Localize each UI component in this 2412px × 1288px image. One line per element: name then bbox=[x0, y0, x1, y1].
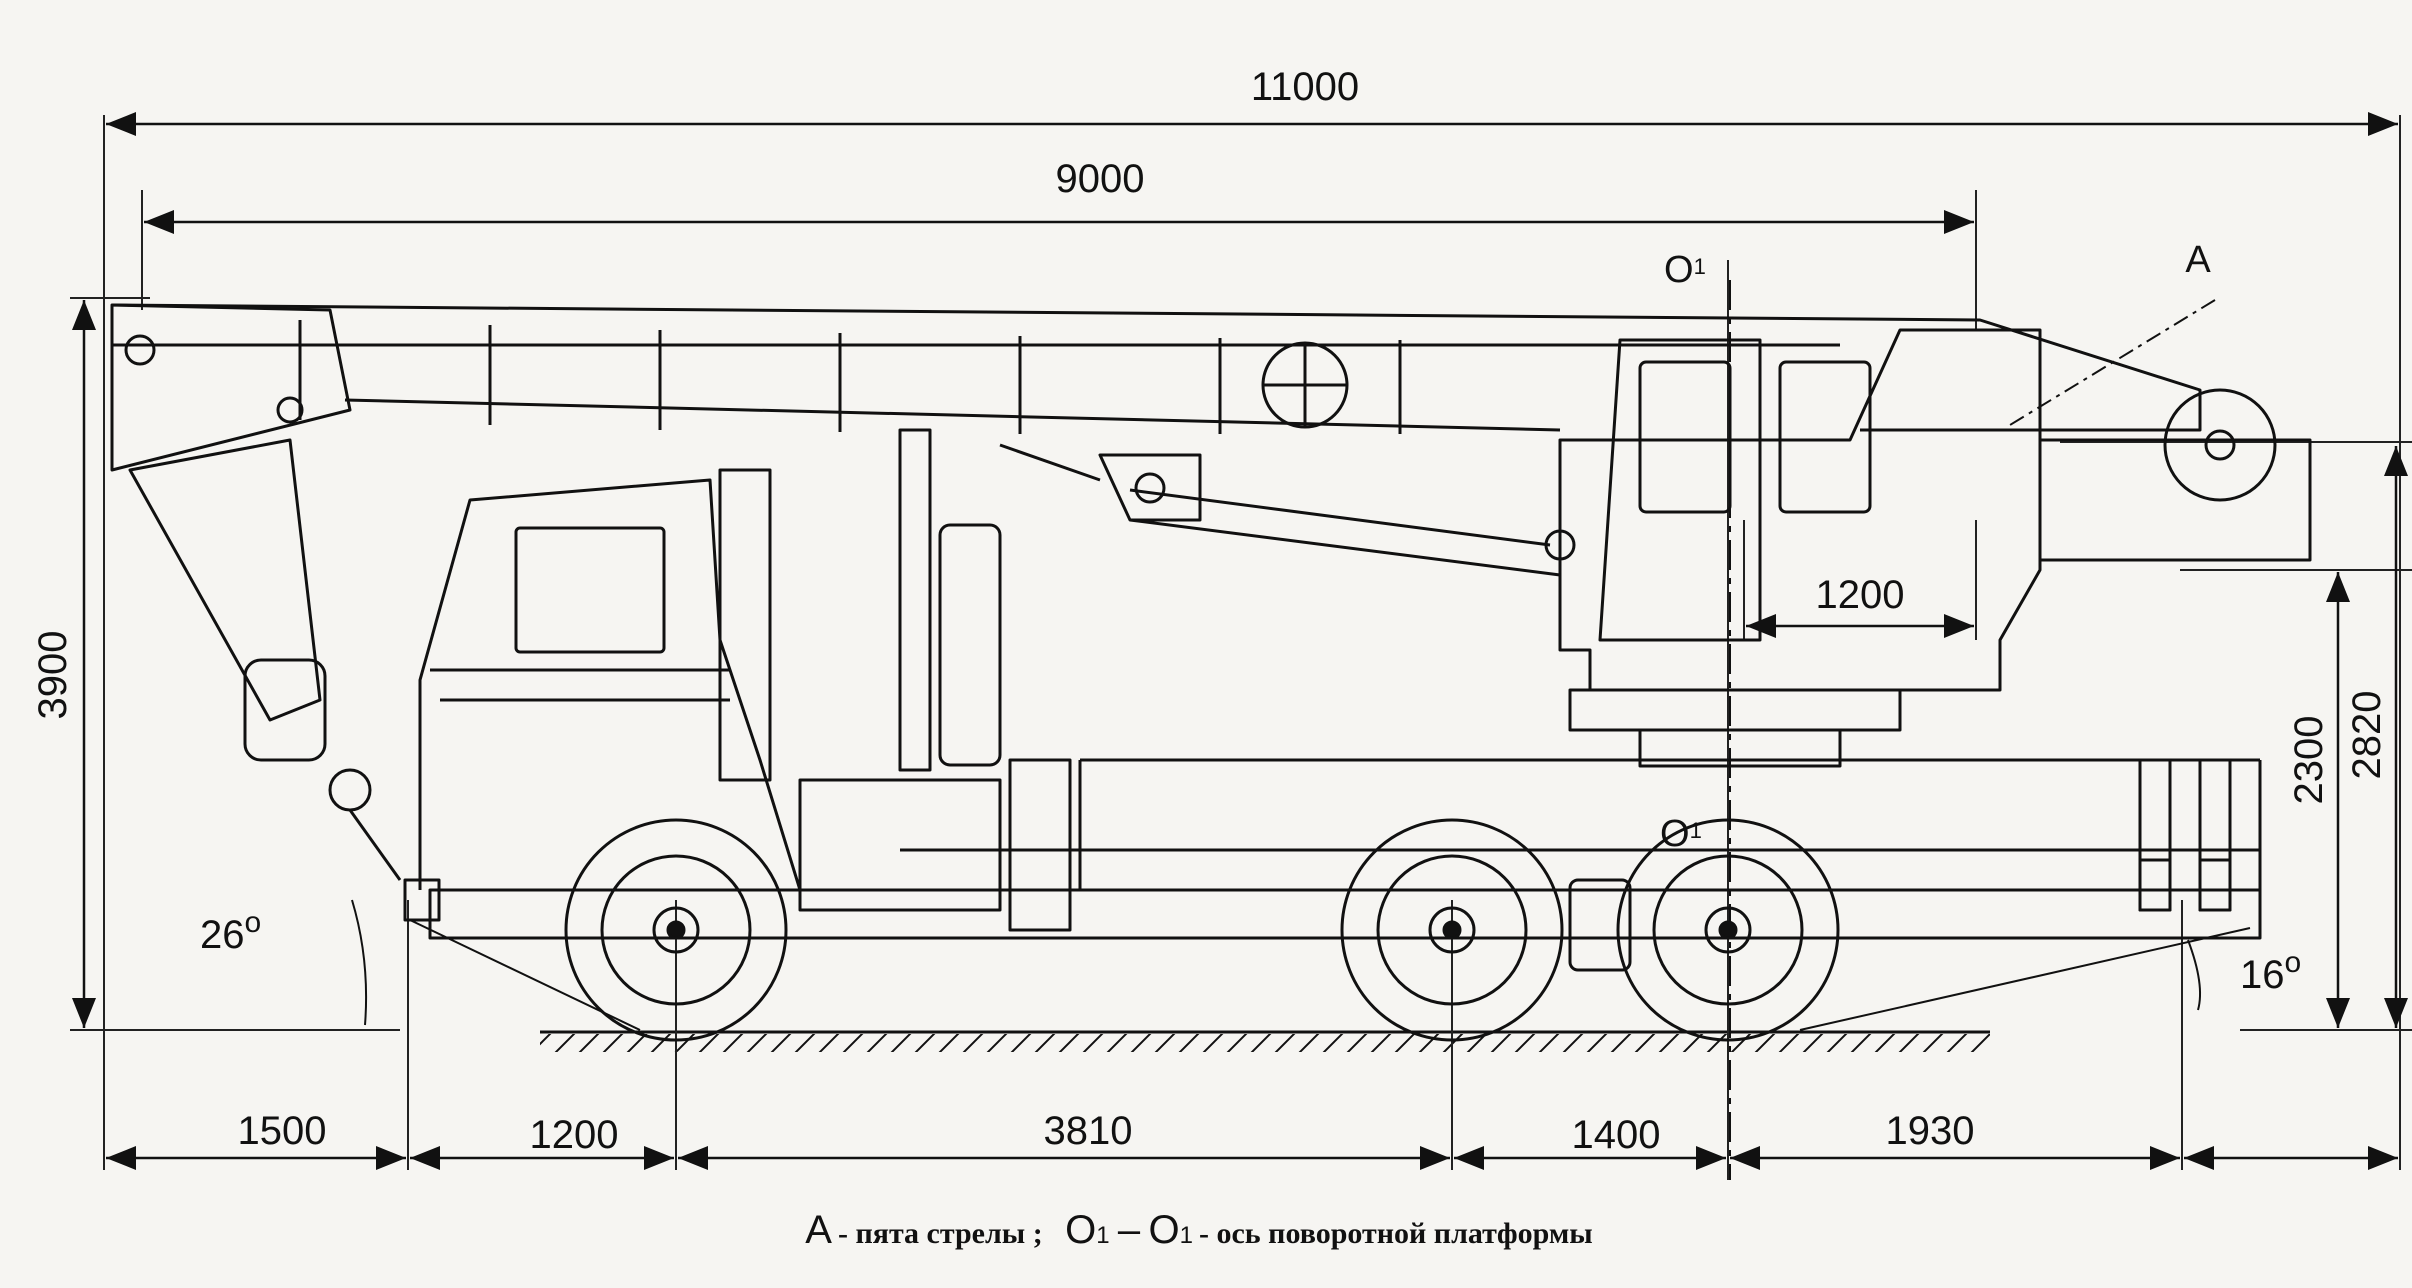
crane-truck bbox=[110, 303, 2312, 940]
ground bbox=[540, 1030, 1990, 1052]
dim-1200-front: 1200 bbox=[530, 1113, 619, 1157]
dim-2820: 2820 bbox=[2345, 691, 2389, 780]
marker-axis-top: O1 bbox=[1664, 249, 1706, 291]
legend-axis-sub-2: 1 bbox=[1179, 1222, 1193, 1249]
wheel-rear-2 bbox=[1616, 818, 1840, 1042]
angle-approach-value: 26 bbox=[200, 913, 245, 957]
marker-axis-bottom: O1 bbox=[1660, 813, 1702, 855]
wheel-front bbox=[564, 818, 788, 1042]
extension-lines bbox=[70, 115, 2412, 1180]
dim-9000: 9000 bbox=[1056, 157, 1145, 201]
angle-approach: 26o bbox=[200, 906, 261, 957]
legend-axis-symbol-1: O bbox=[1065, 1208, 1097, 1252]
dim-1400: 1400 bbox=[1572, 1113, 1661, 1157]
marker-axis-top-letter: O bbox=[1664, 249, 1694, 291]
legend-axis-text: - ось поворотной платформы bbox=[1198, 1217, 1593, 1250]
departure-angle-lines bbox=[1799, 927, 2251, 1031]
dim-3900: 3900 bbox=[31, 631, 75, 720]
approach-angle-lines bbox=[351, 899, 641, 1031]
marker-boom-heel: A bbox=[2185, 239, 2211, 281]
dim-3810: 3810 bbox=[1044, 1109, 1133, 1153]
angle-approach-degree: o bbox=[245, 906, 262, 939]
angle-departure: 16o bbox=[2240, 946, 2301, 997]
wheels bbox=[564, 818, 1840, 1042]
legend-heel-symbol: A bbox=[805, 1208, 832, 1252]
dim-1500: 1500 bbox=[238, 1109, 327, 1153]
dimension-lines bbox=[72, 112, 2408, 1170]
dim-11000: 11000 bbox=[1251, 65, 1359, 109]
dim-2300: 2300 bbox=[2287, 716, 2331, 805]
dim-1200-tail: 1200 bbox=[1816, 573, 1905, 617]
angle-departure-degree: o bbox=[2285, 946, 2302, 979]
legend-heel-text: - пята стрелы ; bbox=[837, 1217, 1043, 1250]
legend-axis-symbol-2: O bbox=[1148, 1208, 1180, 1252]
legend-caption: A- пята стрелы ; O1 – O1- ось поворотной… bbox=[0, 1208, 2412, 1253]
dim-1930: 1930 bbox=[1886, 1109, 1975, 1153]
marker-axis-bottom-letter: O bbox=[1660, 813, 1690, 855]
angle-departure-value: 16 bbox=[2240, 953, 2285, 997]
legend-axis-dash: – bbox=[1117, 1208, 1141, 1252]
legend-axis-sub-1: 1 bbox=[1096, 1222, 1110, 1249]
wheel-rear-1 bbox=[1340, 818, 1564, 1042]
marker-axis-top-sub: 1 bbox=[1694, 254, 1706, 279]
marker-axis-bottom-sub: 1 bbox=[1690, 818, 1702, 843]
